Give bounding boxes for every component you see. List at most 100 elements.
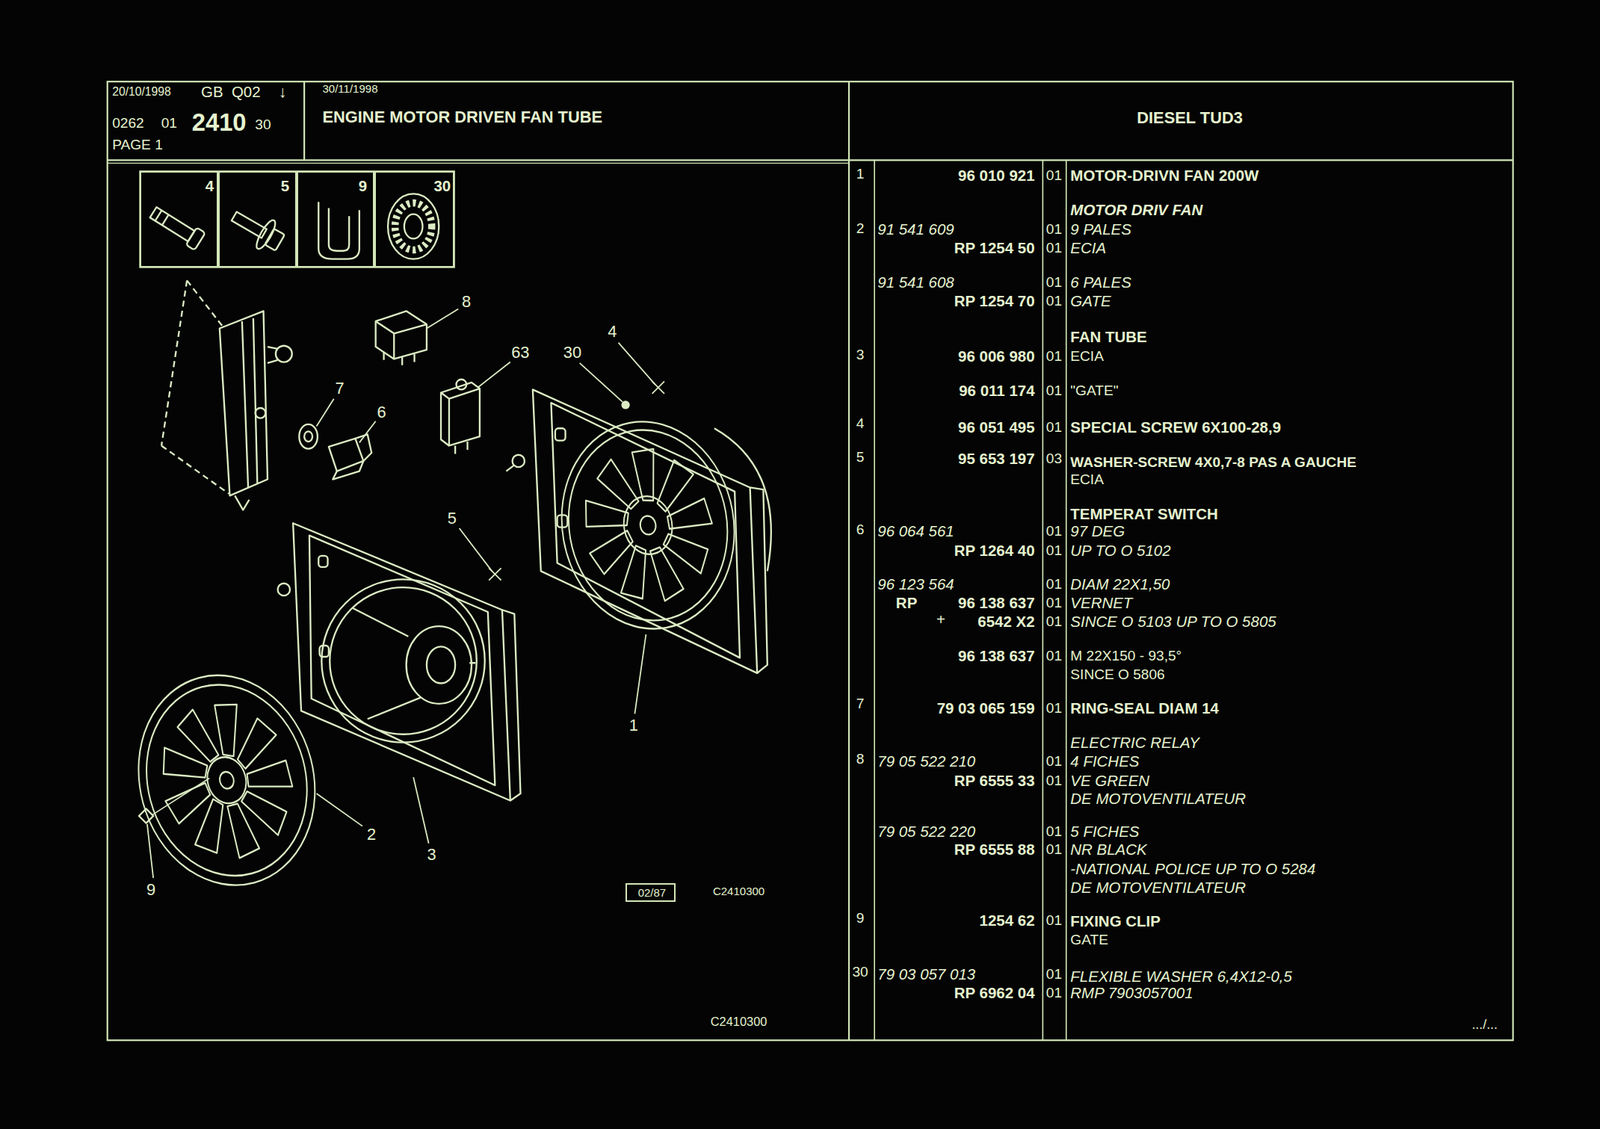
table-cell: "GATE": [1070, 382, 1118, 399]
table-cell: 01: [1046, 419, 1062, 436]
header-text: ↓: [278, 82, 287, 101]
table-cell: 01: [1046, 292, 1062, 309]
icon-cell: 5: [218, 171, 297, 267]
page-continuation: .../...: [1471, 1017, 1498, 1033]
table-cell: 01: [1046, 912, 1062, 929]
table-cell: 4 FICHES: [1070, 752, 1139, 770]
callout-number: 3: [427, 845, 437, 864]
table-cell: 01: [1046, 221, 1062, 238]
date-stamp: 02/87: [638, 887, 667, 900]
table-cell: 01: [1046, 966, 1062, 982]
callout-number: 2: [366, 825, 376, 844]
table-cell: RP 6962 04: [954, 984, 1036, 1002]
table-cell: GATE: [1070, 292, 1111, 311]
table-cell: 01: [1046, 842, 1062, 858]
table-cell: 01: [1046, 543, 1062, 559]
table-cell: 03: [1046, 451, 1062, 468]
table-cell: 6542 X2: [977, 612, 1035, 630]
leader-lines: [147, 309, 665, 879]
page-frame: [107, 81, 1514, 1041]
table-cell: 01: [1046, 647, 1062, 664]
callout-number: 8: [461, 292, 471, 311]
table-cell: 5: [856, 449, 865, 465]
date-stamp: 30/11/1998: [322, 82, 378, 96]
header-cell: DIESEL TUD3: [848, 81, 1514, 160]
exploded-view: [115, 193, 772, 905]
table-cell: FLEXIBLE WASHER 6,4X12-0,5: [1070, 967, 1293, 985]
header-text: 01: [161, 115, 178, 132]
table-cell: 1: [856, 166, 865, 183]
table-cell: 6 PALES: [1070, 274, 1132, 292]
table-cell: VE GREEN: [1070, 771, 1150, 790]
callout-number: 30: [433, 177, 451, 196]
table-cell: 01: [1046, 772, 1062, 789]
table-cell: 97 DEG: [1070, 523, 1125, 541]
table-cell: DE MOTOVENTILATEUR: [1070, 879, 1246, 897]
table-cell: ELECTRIC RELAY: [1070, 734, 1200, 752]
table-cell: 7: [856, 696, 865, 713]
table-cell: FAN TUBE: [1070, 328, 1147, 346]
header-text: 30: [254, 116, 271, 133]
table-cell: 01: [1046, 239, 1062, 256]
table-cell: 01: [1046, 348, 1062, 364]
date-box: 02/87: [625, 883, 676, 902]
table-cell: 96 006 980: [958, 347, 1035, 365]
table-cell: 01: [1046, 613, 1062, 630]
table-cell: 96 051 495: [958, 419, 1035, 437]
table-cell: RMP 7903057001: [1070, 984, 1193, 1002]
table-cell: M 22X150 - 93,5°: [1070, 647, 1182, 664]
table-cell: RP: [896, 594, 917, 613]
table-cell: 96 123 564: [877, 576, 954, 594]
header-text: 20/10/1998: [112, 85, 172, 98]
callout-number: 4: [205, 177, 214, 196]
table-cell: 01: [1046, 594, 1062, 611]
table-cell: MOTOR DRIV FAN: [1070, 201, 1203, 219]
table-cell: FIXING CLIP: [1070, 913, 1161, 931]
table-cell: 01: [1046, 984, 1062, 1001]
drawing-code: C2410300: [710, 1014, 768, 1029]
callout-number: 6: [377, 403, 387, 422]
table-cell: DE MOTOVENTILATEUR: [1070, 790, 1246, 808]
header-cell: 20/10/1998 GB Q02 ↓ 0262 01 2410 30PAGE 1: [106, 81, 305, 160]
table-cell: 01: [1046, 382, 1062, 399]
callout-number: 30: [563, 343, 582, 362]
callout-number: 7: [335, 379, 345, 398]
table-cell: 79 05 522 220: [877, 823, 976, 841]
table-cell: 9 PALES: [1070, 221, 1132, 239]
table-cell: 3: [856, 347, 865, 364]
table-cell: RP 6555 33: [954, 771, 1036, 790]
table-cell: 01: [1046, 275, 1062, 291]
table-cell: +: [936, 611, 946, 629]
table-cell: 01: [1046, 700, 1062, 716]
table-cell: 01: [1046, 576, 1062, 593]
table-cell: SINCE O 5806: [1070, 666, 1165, 683]
table-cell: 79 03 065 159: [937, 699, 1036, 717]
header-text: Q02: [231, 83, 261, 101]
callout-number: 4: [607, 322, 617, 341]
table-cell: 79 03 057 013: [877, 966, 976, 984]
table-cell: 01: [1046, 167, 1062, 184]
header-text: GB: [201, 83, 224, 101]
table-cell: 6: [856, 521, 865, 538]
header-text: 2410: [192, 109, 247, 137]
table-cell: SINCE O 5103 UP TO O 5805: [1070, 612, 1276, 630]
table-cell: 5 FICHES: [1070, 823, 1139, 841]
table-cell: RING-SEAL DIAM 14: [1070, 699, 1219, 717]
table-cell: 30: [851, 964, 868, 981]
table-cell: DIAM 22X1,50: [1070, 576, 1170, 594]
header-text: 0262: [112, 115, 145, 132]
table-cell: 96 138 637: [958, 594, 1035, 613]
table-cell: 91 541 608: [877, 274, 954, 292]
page-title: ENGINE MOTOR DRIVEN FAN TUBE: [322, 108, 603, 127]
table-cell: RP 1264 40: [954, 542, 1036, 560]
table-cell: 9: [856, 910, 865, 926]
callout-number: 9: [146, 881, 156, 900]
table-cell: 4: [856, 415, 865, 432]
header-text: PAGE 1: [112, 136, 163, 153]
table-cell: ECIA: [1070, 239, 1107, 258]
icon-cell: 30: [374, 171, 455, 267]
table-cell: 79 05 522 210: [877, 752, 976, 770]
table-cell: 01: [1046, 753, 1062, 769]
